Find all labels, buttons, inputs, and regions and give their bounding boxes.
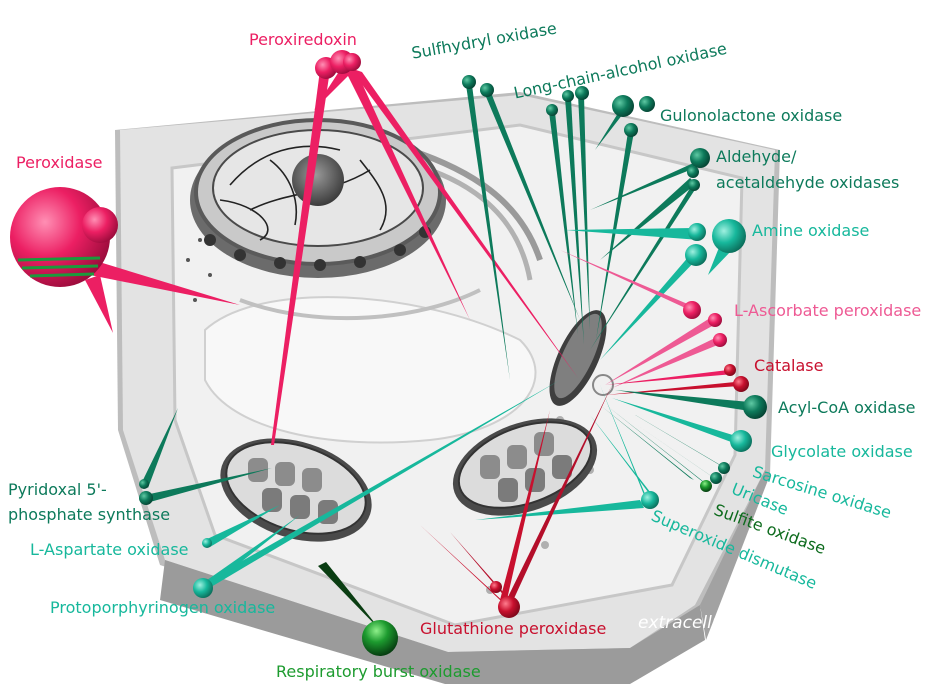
label-l-ascorbate-peroxidase: L-Ascorbate peroxidase xyxy=(734,301,921,321)
label-l-aspartate-oxidase: L-Aspartate oxidase xyxy=(30,540,189,560)
label-aldehyde-line1: Aldehyde/ xyxy=(716,147,796,167)
label-glutathione-peroxidase: Glutathione peroxidase xyxy=(420,619,606,639)
label-acyl-coa-oxidase: Acyl-CoA oxidase xyxy=(778,398,916,418)
label-protoporphyrinogen-oxidase: Protoporphyrinogen oxidase xyxy=(50,598,275,618)
label-peroxiredoxin: Peroxiredoxin xyxy=(249,30,357,50)
label-amine-oxidase: Amine oxidase xyxy=(752,221,869,241)
label-aldehyde-line2: acetaldehyde oxidases xyxy=(716,173,899,193)
label-catalase: Catalase xyxy=(754,356,823,376)
label-gulonolactone-oxidase: Gulonolactone oxidase xyxy=(660,106,842,126)
label-respiratory-burst-oxidase: Respiratory burst oxidase xyxy=(276,662,481,682)
label-pyridoxal-line1: Pyridoxal 5'- xyxy=(8,480,107,500)
label-peroxidase: Peroxidase xyxy=(16,153,103,173)
label-glycolate-oxidase: Glycolate oxidase xyxy=(771,442,913,462)
extracellular-label: extracellular xyxy=(638,613,746,633)
label-pyridoxal-line2: phosphate synthase xyxy=(8,505,170,525)
